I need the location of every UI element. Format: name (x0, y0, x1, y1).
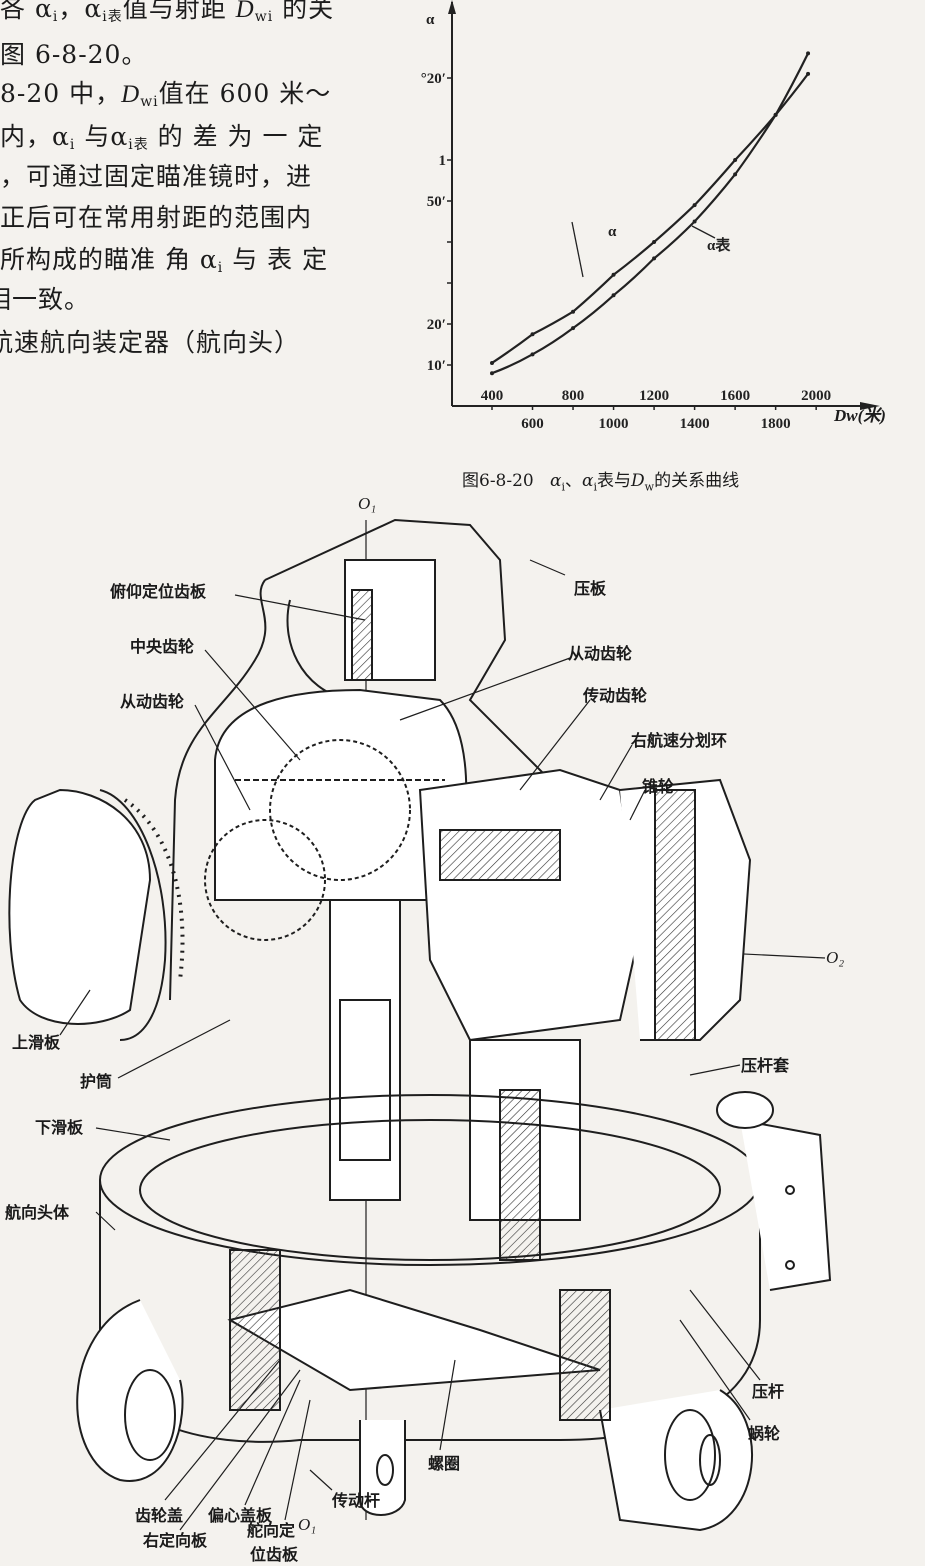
data-point (692, 203, 697, 208)
right-bracket (739, 1119, 832, 1291)
label-press-rod: 压杆 (752, 1382, 785, 1401)
right-lug (599, 1389, 753, 1532)
label-driven-gear-right: 从动齿轮 (568, 644, 633, 663)
label-pressure-plate: 压板 (574, 579, 607, 598)
axis-o1-bottom-label: O₁ (298, 1515, 317, 1534)
body-text-line: 相一致。 (0, 285, 91, 314)
label-screw-ring: 螺圈 (428, 1454, 461, 1473)
body-text-line: 图 6-8-20。 (0, 40, 148, 69)
data-point (490, 360, 494, 365)
data-point (571, 326, 576, 331)
x-axis-arrow (860, 402, 880, 410)
data-point (611, 272, 616, 277)
left-dial-drum (8, 788, 152, 1025)
y-tick-label: 1 (439, 153, 447, 169)
body-text-line: 各 αi，αi表值与射距 Dwi 的关 (0, 0, 335, 25)
x-tick-label: 1600 (720, 388, 750, 404)
right-mechanism-housing (418, 768, 642, 1042)
data-point (652, 256, 657, 261)
data-point (530, 332, 535, 337)
data-point (490, 371, 494, 376)
x-tick-label: 1400 (680, 416, 710, 432)
data-point (530, 352, 535, 357)
series-label-leader (691, 225, 716, 239)
y-axis-arrow (448, 0, 456, 14)
series-label-alpha-table: α表 (707, 236, 731, 254)
y-axis-title: α (426, 12, 435, 28)
label-right-speed-ring: 右航速分划环 (631, 731, 728, 750)
body-text-line: 所构成的瞄准 角 αi 与 表 定 (0, 245, 329, 276)
label-rudder-plate-line2: 位齿板 (250, 1545, 299, 1564)
label-central-gear: 中央齿轮 (130, 637, 195, 656)
data-point (806, 51, 811, 56)
label-right-orient-plate: 右定向板 (143, 1531, 208, 1550)
press-rod-sleeve-cylinder (716, 1091, 774, 1129)
alpha-vs-range-chart: α 10′ 20′ 50′ 1 1°20′ 400 800 1200 1600 2000 600 100… (420, 0, 880, 432)
x-tick-label: 600 (521, 416, 544, 432)
x-tick-label: 1000 (599, 416, 629, 432)
axis-o2-label: O₂ (826, 948, 845, 967)
body-text-line: 内，αi 与αi表 的 差 为 一 定 (0, 122, 324, 153)
label-guard-tube: 护筒 (80, 1072, 113, 1091)
y-tick-label: 50′ (427, 194, 446, 210)
figure-caption: 图6-8-20 αi、αi表与Dw的关系曲线 (462, 471, 740, 494)
label-pitch-gear-plate: 俯仰定位齿板 (110, 582, 207, 601)
label-cone-wheel: 锥轮 (642, 777, 675, 796)
label-eccentric-cover: 偏心盖板 (208, 1506, 273, 1525)
y-tick-label: 1°20′ (420, 71, 446, 87)
bottom-yoke (359, 1420, 406, 1516)
series-label-leader (571, 221, 584, 278)
series-line-alpha (491, 73, 809, 364)
y-tick-label: 20′ (427, 317, 446, 333)
data-point (692, 219, 697, 224)
label-drive-rod: 传动杆 (332, 1491, 381, 1510)
y-tick-label: 10′ (427, 358, 446, 374)
x-axis-title: Dw(米) (834, 406, 886, 425)
label-drive-gear: 传动齿轮 (583, 686, 648, 705)
data-point (733, 158, 738, 162)
x-tick-label: 1800 (761, 416, 791, 432)
data-point (773, 112, 778, 117)
x-tick-label: 800 (562, 388, 585, 404)
series-line-alpha-table (491, 52, 810, 375)
x-tick-label: 2000 (801, 388, 831, 404)
label-upper-slide: 上滑板 (12, 1033, 61, 1052)
label-press-rod-sleeve: 压杆套 (741, 1056, 790, 1075)
leader-lines (59, 559, 761, 1531)
series-label-alpha: α (608, 224, 617, 240)
x-tick-label: 1200 (639, 388, 669, 404)
top-housing-outline (264, 518, 561, 791)
label-course-head-body: 航向头体 (5, 1203, 70, 1222)
course-head-cutaway-drawing (8, 518, 832, 1532)
central-gear (269, 739, 411, 881)
data-point (611, 293, 616, 298)
section-heading: 航速航向装定器（航向头） (0, 328, 301, 357)
driven-gear (204, 819, 326, 941)
body-text-line: 8-20 中，Dwi值在 600 米～ (0, 79, 332, 110)
label-lower-slide: 下滑板 (35, 1118, 84, 1137)
body-text-line: ，可通过固定瞄准镜时，进 (0, 162, 313, 191)
data-point (806, 71, 811, 76)
label-rudder-plate-line1: 舵向定 (247, 1521, 296, 1540)
label-driven-gear-left: 从动齿轮 (120, 692, 185, 711)
label-worm-wheel: 蜗轮 (748, 1424, 781, 1443)
data-point (652, 240, 657, 244)
data-point (733, 172, 738, 177)
body-text-line: 正后可在常用射距的范围内 (0, 203, 313, 232)
label-gear-cover: 齿轮盖 (135, 1506, 184, 1525)
axis-o1-top-label: O₁ (358, 494, 377, 513)
data-point (571, 309, 576, 314)
x-tick-label: 400 (481, 388, 504, 404)
